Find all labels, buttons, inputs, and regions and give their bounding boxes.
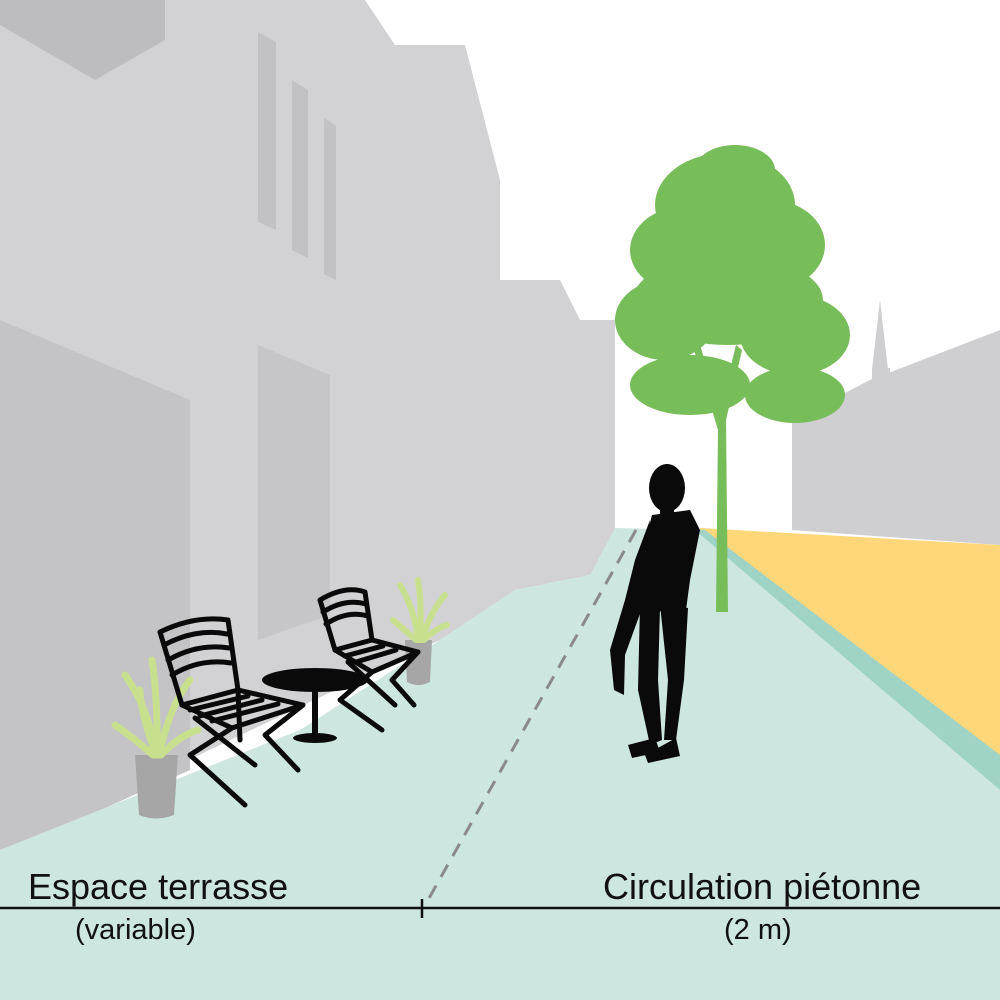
potted-plant-icon (390, 577, 450, 685)
pedestrian-zone-label: Circulation piétonne (603, 866, 922, 907)
terrace-zone-label: Espace terrasse (28, 866, 289, 907)
potted-plant-icon (111, 656, 202, 819)
distant-buildings (792, 300, 1000, 545)
sidewalk (0, 528, 1000, 1000)
bistro-chair-icon (157, 616, 306, 808)
terrace-zone-width-note: (variable) (75, 914, 196, 946)
tree-icon (615, 145, 850, 612)
person-silhouette-icon (610, 464, 700, 763)
measurement-line (0, 899, 1000, 918)
bistro-table-icon (262, 668, 368, 743)
pedestrian-zone-width-note: (2 m) (724, 914, 792, 946)
bistro-chair-icon (317, 587, 421, 733)
